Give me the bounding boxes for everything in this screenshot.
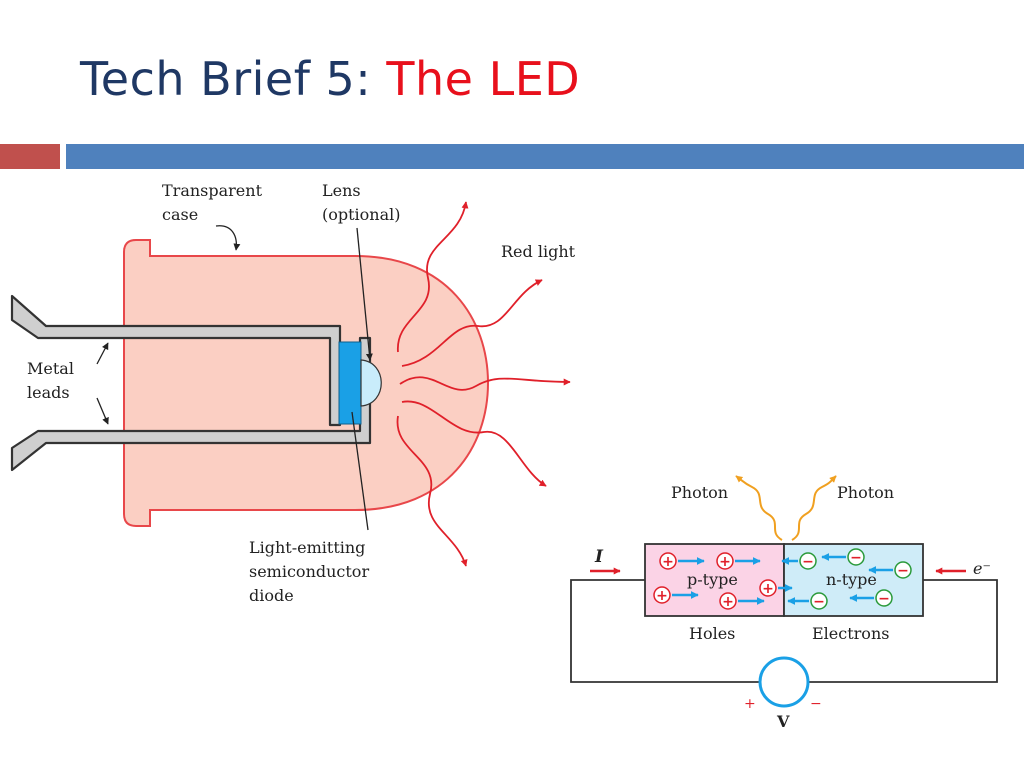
light-ray — [397, 201, 469, 353]
svg-text:−: − — [897, 563, 909, 579]
svg-text:−: − — [878, 591, 890, 607]
label-voltage: V — [776, 712, 790, 731]
label-red-light: Red light — [501, 242, 576, 261]
label-current: I — [594, 547, 604, 567]
photon-ray-left — [735, 475, 783, 541]
title-prefix: Tech Brief 5: — [80, 52, 372, 106]
hole: + — [716, 552, 761, 570]
diode-chip — [338, 341, 362, 425]
metal-lead-top — [10, 294, 342, 427]
light-rays — [396, 201, 571, 567]
label-metal-leads-2: leads — [27, 383, 70, 402]
lens-leader-line — [356, 227, 373, 361]
label-p-type: p-type — [687, 570, 738, 589]
label-lens-2: (optional) — [322, 205, 401, 224]
electron: − — [849, 589, 893, 607]
electron: − — [868, 561, 912, 579]
label-transparent-case-2: case — [162, 205, 198, 224]
accent-bar-red — [0, 144, 60, 169]
transparent-case — [123, 239, 490, 527]
hole: + — [759, 579, 793, 597]
svg-text:+: + — [719, 554, 731, 570]
label-lens-1: Lens — [322, 181, 361, 200]
label-holes: Holes — [689, 624, 735, 643]
electron: − — [781, 552, 817, 570]
title-accent: The LED — [386, 52, 581, 106]
svg-text:−: − — [802, 554, 814, 570]
circuit-wire — [570, 579, 998, 683]
hole: + — [719, 592, 765, 610]
label-diode-1: Light-emitting — [249, 538, 365, 557]
label-transparent-case-1: Transparent — [162, 181, 263, 200]
label-diode-3: diode — [249, 586, 294, 605]
diode-leader-line — [351, 411, 369, 531]
hole: + — [653, 586, 699, 604]
light-ray — [399, 376, 571, 391]
hole: + — [659, 552, 705, 570]
label-electrons: Electrons — [812, 624, 889, 643]
label-electron-symbol: e⁻ — [973, 559, 991, 578]
electrons: − − − − − — [781, 548, 912, 610]
electron: − — [787, 592, 828, 610]
led-package: Transparent case Lens (optional) Red lig… — [10, 181, 576, 605]
lens — [360, 359, 382, 407]
junction-diagram: + + + + + — [570, 475, 998, 731]
svg-text:+: + — [662, 554, 674, 570]
light-ray — [396, 415, 468, 567]
metal-lead-bottom — [10, 336, 372, 472]
label-n-type: n-type — [826, 570, 877, 589]
label-photon-left: Photon — [671, 483, 728, 502]
svg-text:−: − — [813, 594, 825, 610]
svg-text:+: + — [722, 594, 734, 610]
photon-ray-right — [791, 475, 837, 541]
label-diode-2: semiconductor — [249, 562, 369, 581]
case-leader-arrow — [215, 225, 241, 251]
light-ray — [401, 279, 543, 367]
label-minus-terminal: − — [810, 696, 822, 712]
label-metal-leads-1: Metal — [27, 359, 74, 378]
svg-text:+: + — [656, 588, 668, 604]
accent-bar-blue — [66, 144, 1024, 169]
svg-text:+: + — [762, 581, 774, 597]
voltage-source — [758, 656, 810, 708]
slide-title: Tech Brief 5: The LED — [80, 52, 580, 106]
lead-leader-arrow-top — [96, 342, 109, 365]
label-plus-terminal: + — [744, 696, 756, 712]
electron: − — [821, 548, 865, 566]
label-photon-right: Photon — [837, 483, 894, 502]
svg-text:−: − — [850, 550, 862, 566]
holes: + + + + + — [653, 552, 793, 610]
light-ray — [401, 400, 547, 487]
lead-leader-arrow-bottom — [96, 397, 109, 425]
